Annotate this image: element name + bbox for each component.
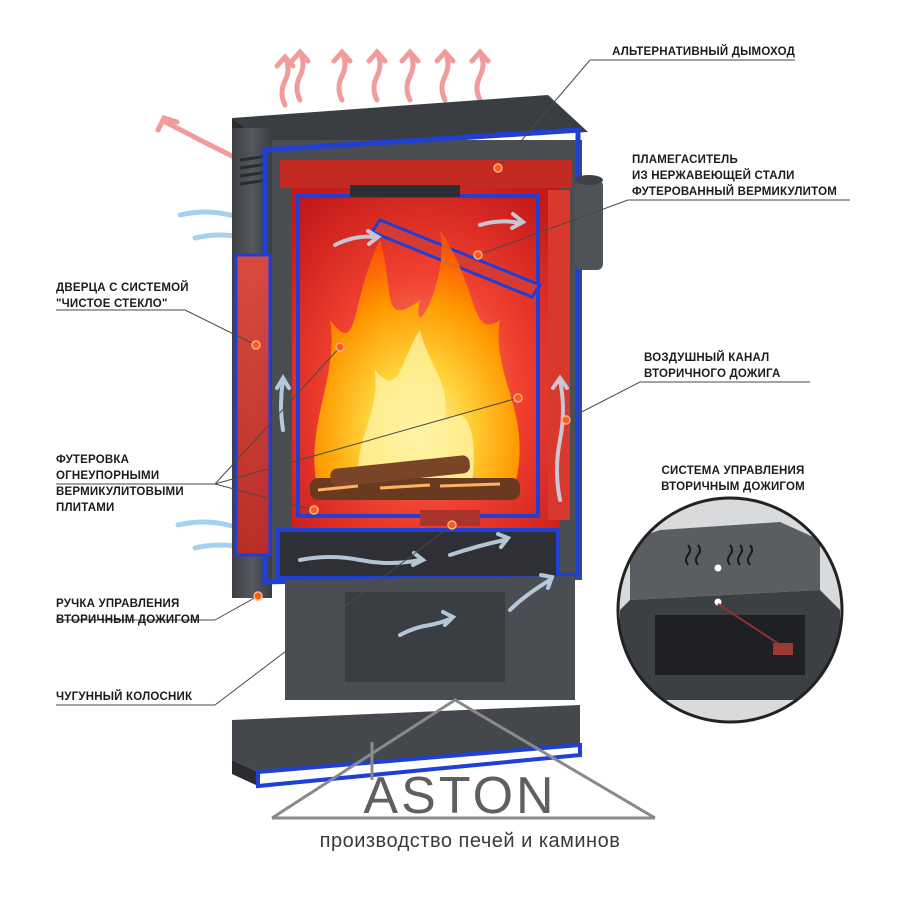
label-secondary-control-system: СИСТЕМА УПРАВЛЕНИЯ ВТОРИЧНЫМ ДОЖИГОМ [638, 463, 828, 495]
control-detail-inset [616, 496, 844, 724]
label-line: СИСТЕМА УПРАВЛЕНИЯ [661, 465, 805, 477]
label-secondary-control-handle: РУЧКА УПРАВЛЕНИЯ ВТОРИЧНЫМ ДОЖИГОМ [56, 596, 200, 628]
label-alternative-chimney: АЛЬТЕРНАТИВНЫЙ ДЫМОХОД [590, 44, 795, 60]
aston-logo-house [271, 698, 656, 820]
marker-dots [251, 163, 571, 601]
label-line: ВТОРИЧНОГО ДОЖИГА [644, 368, 781, 380]
label-cast-iron-grate: ЧУГУННЫЙ КОЛОСНИК [56, 689, 192, 705]
brand-tagline: производство печей и каминов [319, 830, 621, 852]
label-line: ФУТЕРОВКА [56, 454, 130, 466]
hot-air-arrows [155, 48, 491, 163]
label-door-clean-glass: ДВЕРЦА С СИСТЕМОЙ "ЧИСТОЕ СТЕКЛО" [56, 280, 189, 312]
label-line: ВТОРИЧНЫМ ДОЖИГОМ [56, 614, 200, 626]
label-line: ДВЕРЦА С СИСТЕМОЙ [56, 282, 189, 294]
label-line: "ЧИСТОЕ СТЕКЛО" [56, 298, 168, 310]
label-line: ФУТЕРОВАННЫЙ ВЕРМИКУЛИТОМ [632, 186, 838, 198]
label-flame-arrester: ПЛАМЕГАСИТЕЛЬ ИЗ НЕРЖАВЕЮЩЕЙ СТАЛИ ФУТЕР… [632, 152, 837, 200]
label-refractory-lining: ФУТЕРОВКА ОГНЕУПОРНЫМИ ВЕРМИКУЛИТОВЫМИ П… [56, 452, 184, 516]
brand-name: ASTON [363, 767, 557, 825]
label-line: ПЛАМЕГАСИТЕЛЬ [632, 154, 738, 166]
label-line: ВЕРМИКУЛИТОВЫМИ [56, 486, 184, 498]
fire-flames [310, 230, 520, 500]
label-line: АЛЬТЕРНАТИВНЫЙ ДЫМОХОД [612, 46, 795, 58]
callout-leader-lines [56, 59, 850, 706]
label-line: ПЛИТАМИ [56, 502, 115, 514]
label-line: ИЗ НЕРЖАВЕЮЩЕЙ СТАЛИ [632, 170, 795, 182]
label-line: ВОЗДУШНЫЙ КАНАЛ [644, 352, 770, 364]
label-line: ОГНЕУПОРНЫМИ [56, 470, 160, 482]
label-line: РУЧКА УПРАВЛЕНИЯ [56, 598, 180, 610]
label-secondary-air-channel: ВОЗДУШНЫЙ КАНАЛ ВТОРИЧНОГО ДОЖИГА [644, 350, 780, 382]
label-line: ВТОРИЧНЫМ ДОЖИГОМ [661, 481, 805, 493]
label-line: ЧУГУННЫЙ КОЛОСНИК [56, 691, 193, 703]
